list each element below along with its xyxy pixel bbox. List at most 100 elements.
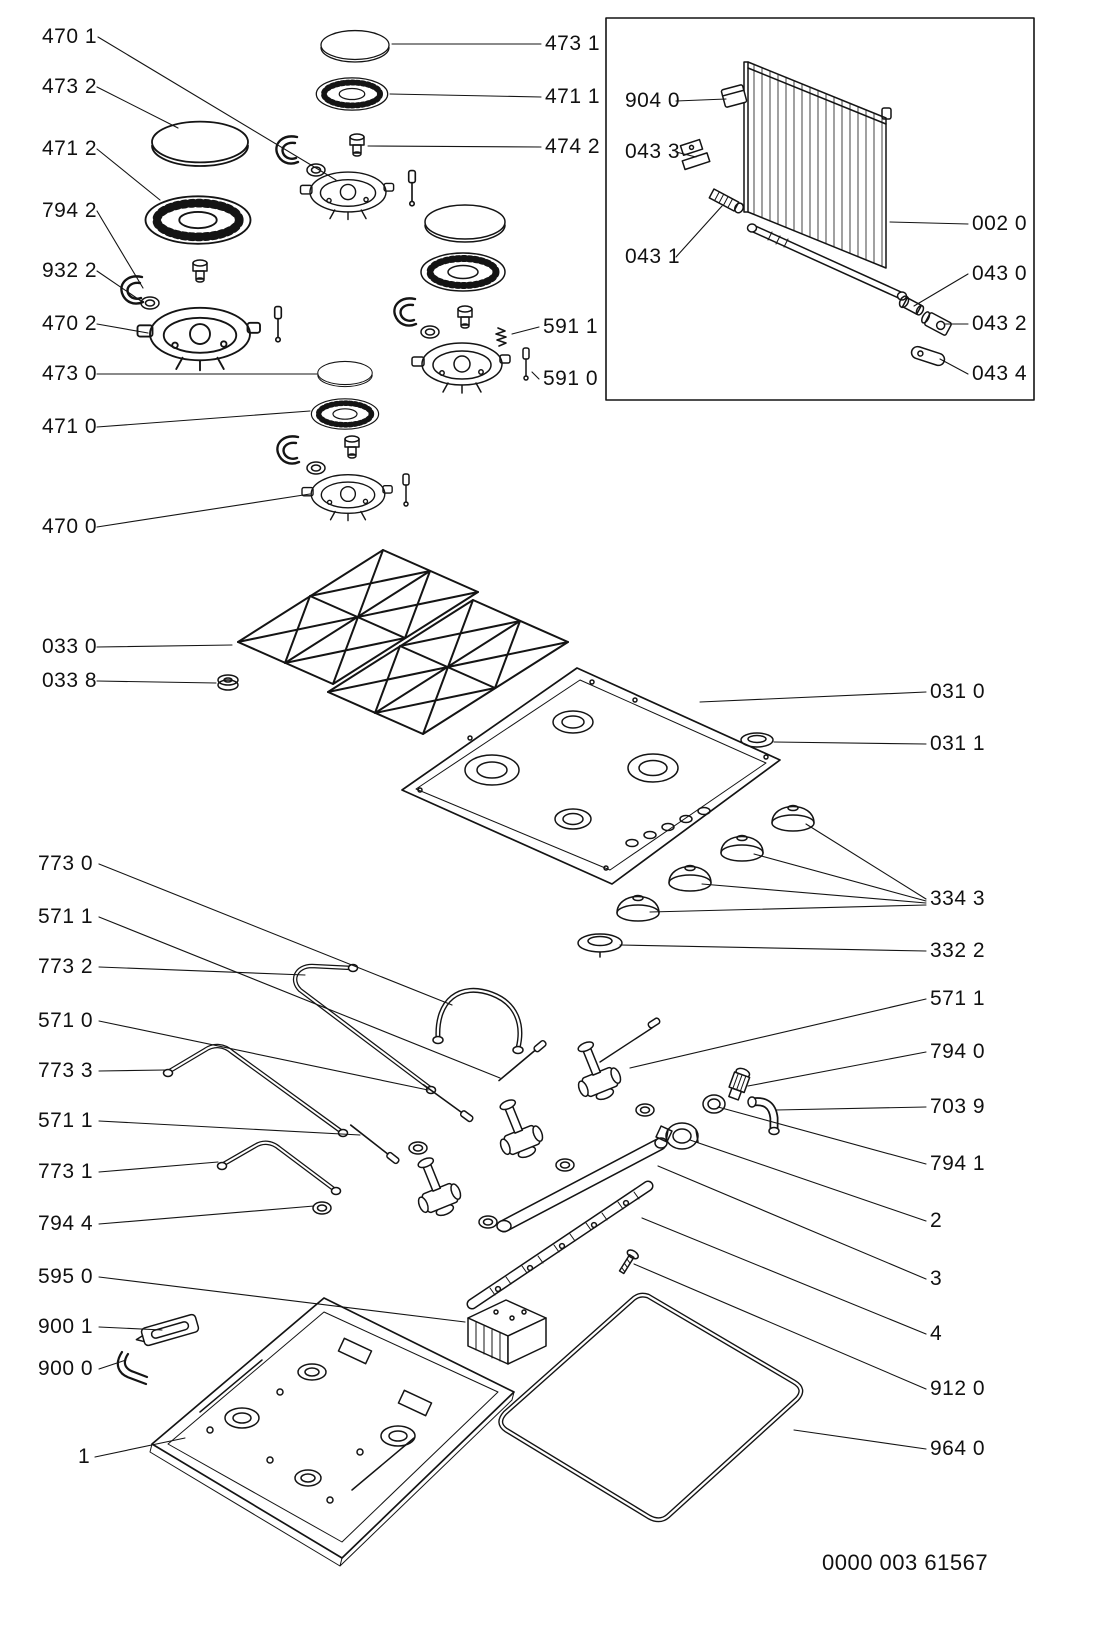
part-label-471-0: 471 0 — [42, 415, 98, 438]
part-label-470-0: 470 0 — [42, 515, 98, 538]
part-label-932-2: 932 2 — [42, 259, 98, 282]
part-label-571-1-b: 571 1 — [38, 1109, 94, 1132]
part-label-470-1: 470 1 — [42, 25, 98, 48]
part-label-031-0: 031 0 — [930, 680, 986, 703]
part-label-571-1-a: 571 1 — [38, 905, 94, 928]
part-label-474-2: 474 2 — [545, 135, 601, 158]
fitting-794-0 — [728, 1067, 751, 1101]
seal-ring-c — [478, 1215, 498, 1229]
part-043-0 — [898, 295, 925, 316]
burner-opening-top — [552, 710, 594, 734]
burner-opening-right — [627, 753, 679, 783]
part-label-1: 1 — [78, 1445, 91, 1468]
part-label-471-1: 471 1 — [545, 85, 601, 108]
knob-holes — [625, 806, 711, 848]
part-label-912-0: 912 0 — [930, 1377, 986, 1400]
part-label-904-0: 904 0 — [625, 89, 681, 112]
nut-2 — [665, 1122, 699, 1150]
part-label-043-3: 043 3 — [625, 140, 681, 163]
elbow-703-9 — [747, 1096, 780, 1136]
part-043-4 — [910, 345, 946, 367]
part-label-031-1: 031 1 — [930, 732, 986, 755]
thermocouple-571-1-a — [496, 1038, 548, 1084]
part-label-703-9: 703 9 — [930, 1095, 986, 1118]
bracket-900-0 — [116, 1350, 149, 1386]
pan-support-grid-right — [327, 599, 569, 735]
manifold-tube-3 — [496, 1125, 673, 1233]
part-label-043-4: 043 4 — [972, 362, 1028, 385]
gas-pipe-773-1 — [216, 1140, 342, 1196]
burner-opening-bottom — [554, 808, 592, 830]
part-label-571-1-c: 571 1 — [930, 987, 986, 1010]
knob-cap-332-2 — [577, 933, 623, 958]
hob-top-panel — [401, 667, 781, 885]
gas-valve-3 — [403, 1150, 467, 1224]
gas-pipe-773-3 — [162, 1043, 349, 1138]
thermocouple-571-1-b — [348, 1121, 401, 1166]
part-label-794-2: 794 2 — [42, 199, 98, 222]
part-label-334-3: 334 3 — [930, 887, 986, 910]
part-label-473-2: 473 2 — [42, 75, 98, 98]
screw-912-0 — [615, 1247, 641, 1277]
part-label-964-0: 964 0 — [930, 1437, 986, 1460]
ignition-box-595-0 — [467, 1299, 547, 1365]
seal-ring-794-4 — [312, 1201, 332, 1215]
burner-group-small-bottom — [276, 360, 410, 522]
heat-exchanger — [743, 61, 892, 269]
part-label-794-0: 794 0 — [930, 1040, 986, 1063]
part-label-571-0: 571 0 — [38, 1009, 94, 1032]
part-label-473-1: 473 1 — [545, 32, 601, 55]
seal-ring-b — [555, 1158, 575, 1172]
part-label-2: 2 — [930, 1209, 943, 1232]
washer-794-1 — [702, 1094, 726, 1114]
part-label-794-4: 794 4 — [38, 1212, 94, 1235]
part-label-470-2: 470 2 — [42, 312, 98, 335]
part-label-591-1: 591 1 — [543, 315, 599, 338]
part-043-2 — [921, 311, 952, 336]
manifold-rail-4 — [466, 1180, 654, 1310]
bracket-900-1 — [135, 1313, 200, 1347]
gas-valve-2 — [485, 1092, 549, 1166]
grid-foot — [217, 674, 239, 691]
part-label-033-0: 033 0 — [42, 635, 98, 658]
gasket-964-0 — [498, 1292, 804, 1523]
part-label-595-0: 595 0 — [38, 1265, 94, 1288]
part-label-4: 4 — [930, 1322, 943, 1345]
part-label-773-0: 773 0 — [38, 852, 94, 875]
part-label-033-8: 033 8 — [42, 669, 98, 692]
bottom-pan — [149, 1297, 515, 1567]
part-031-1-cap — [740, 732, 774, 748]
part-label-043-0: 043 0 — [972, 262, 1028, 285]
heat-exchanger-tube — [746, 223, 908, 301]
burner-opening-left — [464, 754, 520, 786]
part-904-0 — [720, 84, 748, 108]
part-label-773-1: 773 1 — [38, 1160, 94, 1183]
part-label-794-1: 794 1 — [930, 1152, 986, 1175]
part-label-332-2: 332 2 — [930, 939, 986, 962]
part-label-471-2: 471 2 — [42, 137, 98, 160]
part-label-773-3: 773 3 — [38, 1059, 94, 1082]
leader-lines — [94, 36, 969, 1458]
part-label-043-1: 043 1 — [625, 245, 681, 268]
diagram-code: 0000 003 61567 — [822, 1550, 989, 1575]
part-label-3: 3 — [930, 1267, 943, 1290]
part-label-473-0: 473 0 — [42, 362, 98, 385]
burner-group-small-top — [275, 29, 417, 221]
part-label-002-0: 002 0 — [972, 212, 1028, 235]
part-label-773-2: 773 2 — [38, 955, 94, 978]
gas-pipe-773-2 — [292, 963, 437, 1095]
part-label-900-1: 900 1 — [38, 1315, 94, 1338]
part-043-1 — [708, 188, 745, 214]
gas-pipe-773-0 — [432, 987, 524, 1055]
ignition-wire — [599, 1017, 661, 1063]
seal-ring-d — [408, 1141, 428, 1155]
pan-support-grid-left — [237, 549, 479, 685]
burner-group-middle — [393, 204, 530, 394]
part-label-043-2: 043 2 — [972, 312, 1028, 335]
part-label-900-0: 900 0 — [38, 1357, 94, 1380]
inset-box — [605, 17, 1035, 401]
part-label-591-0: 591 0 — [543, 367, 599, 390]
gas-valve-1 — [563, 1034, 627, 1108]
